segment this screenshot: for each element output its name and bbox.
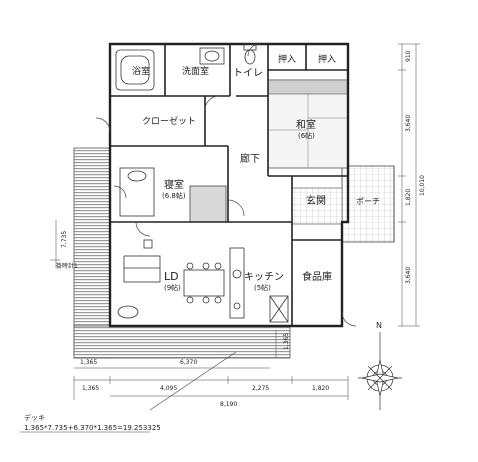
room-label-pantry: 食品庫 — [302, 270, 332, 283]
toilet-fixture — [243, 43, 257, 65]
bottom-dim-4: 1,820 — [312, 385, 329, 392]
room-size-ld: (9帖) — [164, 283, 181, 292]
walls — [108, 42, 350, 328]
bottom-dim-3: 2,275 — [252, 385, 269, 392]
room-label-porch: ポーチ — [356, 197, 380, 206]
right-dim-2: 3,640 — [405, 115, 412, 132]
room-label-hallway: 廊下 — [240, 152, 260, 165]
room-label-kitchen: キッチン — [244, 271, 284, 283]
sofa — [117, 239, 161, 319]
bottom-total-dim: 8,190 — [220, 401, 237, 408]
bottom-dim-1: 1,365 — [82, 385, 99, 392]
room-label-japanese: 和室 — [296, 118, 316, 131]
room-size-bedroom: (6.8帖) — [162, 191, 186, 200]
bottom-dim-2: 4,095 — [160, 385, 177, 392]
right-dim-3: 1,820 — [405, 189, 412, 206]
right-dimension-lines — [398, 43, 420, 327]
right-total-dim: 10,010 — [419, 175, 426, 196]
right-dim-1: 910 — [405, 50, 412, 62]
deck-note-formula: 1.365*7.735+6.370*1.365=19.253325 — [24, 424, 161, 432]
bed — [119, 167, 155, 217]
deck-bottom-dim: 6,370 — [180, 359, 197, 366]
washbasin — [199, 47, 225, 65]
room-label-toilet: トイレ — [233, 68, 263, 79]
room-label-bath: 浴室 — [132, 65, 150, 77]
tatami — [267, 79, 349, 169]
room-label-washroom: 洗面室 — [182, 65, 209, 77]
room-label-closet-1: 押入 — [278, 53, 296, 65]
deck-note-leader — [149, 351, 237, 411]
deck-height-dim: 7,735 — [61, 231, 68, 248]
deck-note-title: デッキ — [24, 413, 45, 422]
room-label-entrance: 玄関 — [306, 194, 326, 207]
deck-dimensions — [50, 220, 277, 369]
room-label-walkin-closet: クローゼット — [142, 115, 196, 127]
deck — [73, 147, 291, 359]
deck-left-dim: 1,365 — [80, 359, 97, 366]
inner-walls — [110, 44, 348, 326]
deck-right-dim: 1,365 — [283, 333, 290, 350]
entrance-tile — [291, 187, 343, 225]
compass-north-label: N — [376, 321, 382, 330]
room-size-japanese: (6帖) — [298, 131, 315, 140]
doors — [95, 43, 357, 327]
porch-area — [341, 165, 395, 243]
room-label-ld: LD — [164, 270, 179, 283]
right-dim-4: 3,640 — [405, 267, 412, 284]
kitchen-counter — [229, 247, 289, 323]
room-label-bedroom: 寝室 — [164, 178, 184, 191]
room-label-closet-2: 押入 — [318, 53, 336, 65]
clock-label: 掛時計1 — [56, 262, 78, 270]
room-size-kitchen: (5帖) — [254, 283, 271, 292]
bottom-dimension-lines — [73, 376, 349, 400]
bedroom-closet — [189, 185, 227, 223]
bathtub — [115, 49, 155, 91]
compass-rose — [358, 332, 402, 410]
dining-table — [183, 262, 225, 304]
